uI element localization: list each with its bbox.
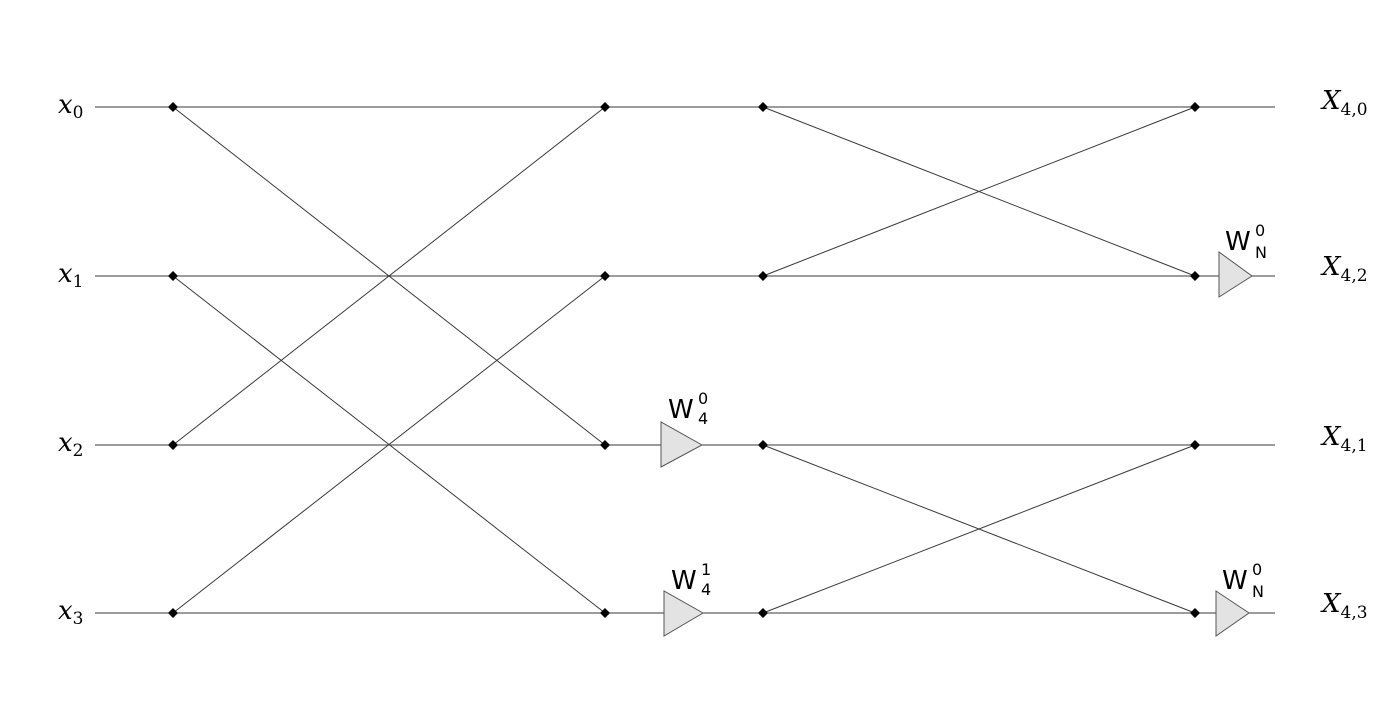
svg-text:W: W — [671, 566, 697, 596]
input-label-x2: x2 — [58, 428, 84, 461]
cross-stage2-1-to-0 — [762, 106, 1196, 277]
cross-stage1-2-to-0 — [172, 106, 606, 446]
node-c3-r1 — [1190, 271, 1200, 281]
node-c0-r0 — [168, 102, 178, 112]
twiddle-label-w4-0: W 0 4 — [668, 389, 708, 428]
svg-text:W: W — [668, 395, 694, 425]
twiddle-triangle-w4-0 — [660, 421, 704, 468]
cross-stage1-3-to-1 — [172, 275, 606, 614]
node-c2-r2 — [758, 440, 768, 450]
node-c3-r0 — [1190, 102, 1200, 112]
node-c1-r3 — [600, 608, 610, 618]
node-c2-r1 — [758, 271, 768, 281]
svg-text:4: 4 — [698, 409, 708, 428]
input-label-x1: x1 — [58, 259, 84, 292]
node-c3-r2 — [1190, 440, 1200, 450]
twiddle-label-wn-0-bottom: W 0 N — [1222, 560, 1264, 601]
nodes — [168, 102, 1200, 618]
twiddle-label-w4-1: W 1 4 — [671, 560, 711, 599]
svg-text:W: W — [1222, 566, 1248, 596]
node-c1-r1 — [600, 271, 610, 281]
twiddle-triangle-wn-0-top — [1218, 251, 1253, 298]
svg-text:0: 0 — [1252, 560, 1262, 579]
twiddle-triangle-w4-1 — [663, 590, 705, 637]
svg-text:1: 1 — [701, 560, 711, 579]
output-label-x41: X4,1 — [1320, 422, 1368, 456]
node-c1-r0 — [600, 102, 610, 112]
node-c2-r3 — [758, 608, 768, 618]
node-c3-r3 — [1190, 608, 1200, 618]
svg-text:N: N — [1255, 243, 1267, 262]
output-label-x42: X4,2 — [1320, 252, 1368, 286]
svg-text:0: 0 — [1255, 221, 1265, 240]
node-c0-r2 — [168, 440, 178, 450]
node-c0-r3 — [168, 608, 178, 618]
node-c1-r2 — [600, 440, 610, 450]
svg-text:N: N — [1252, 582, 1264, 601]
cross-stage2-3-to-2 — [762, 444, 1196, 614]
input-label-x0: x0 — [58, 90, 84, 123]
svg-text:4: 4 — [701, 580, 711, 599]
output-label-x43: X4,3 — [1320, 589, 1368, 623]
twiddle-triangle-wn-0-bottom — [1215, 590, 1250, 637]
svg-text:W: W — [1225, 227, 1251, 257]
twiddle-label-wn-0-top: W 0 N — [1225, 221, 1267, 262]
svg-text:0: 0 — [698, 389, 708, 408]
node-c2-r0 — [758, 102, 768, 112]
node-c0-r1 — [168, 271, 178, 281]
input-label-x3: x3 — [58, 596, 84, 629]
output-label-x40: X4,0 — [1320, 86, 1368, 120]
